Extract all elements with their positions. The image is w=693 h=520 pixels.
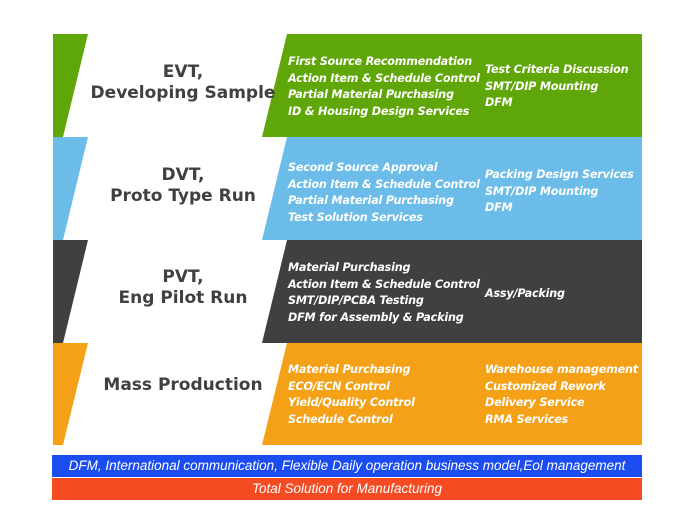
phase-services-col1: First Source Recommendation Action Item … xyxy=(288,54,480,120)
service-item: Schedule Control xyxy=(288,412,393,426)
service-item: Material Purchasing xyxy=(288,261,411,274)
service-item: Warehouse management xyxy=(485,363,638,376)
service-item: Partial Material Purchasing xyxy=(288,194,454,207)
service-item: Test Solution Services xyxy=(288,210,423,224)
phase-services-col2: Packing Design Services SMT/DIP Mounting… xyxy=(485,167,634,217)
service-item: Material Purchasing xyxy=(288,363,411,376)
capabilities-banner: DFM, International communication, Flexib… xyxy=(52,455,642,477)
phase-title: PVT, Eng Pilot Run xyxy=(73,267,293,309)
service-item: SMT/DIP Mounting xyxy=(485,184,599,198)
phase-title-line2: Eng Pilot Run xyxy=(118,288,248,308)
service-item: Partial Material Purchasing xyxy=(288,88,454,101)
service-item: Assy/Packing xyxy=(485,287,565,300)
phase-title: EVT, Developing Sample xyxy=(73,62,293,104)
service-item: DFM xyxy=(485,96,513,109)
phase-row-pvt: PVT, Eng Pilot Run Material Purchasing A… xyxy=(53,240,642,343)
service-item: Action Item & Schedule Control xyxy=(288,71,480,85)
service-item: ECO/ECN Control xyxy=(288,379,390,393)
service-item: Test Criteria Discussion xyxy=(485,63,629,76)
phase-services-col1: Second Source Approval Action Item & Sch… xyxy=(288,160,480,226)
phase-services-col2: Assy/Packing xyxy=(485,286,565,303)
phase-title: DVT, Proto Type Run xyxy=(73,165,293,207)
phase-services-col1: Material Purchasing ECO/ECN Control Yiel… xyxy=(288,362,415,428)
phase-title-line2: Developing Sample xyxy=(90,83,276,103)
phase-row-evt: EVT, Developing Sample First Source Reco… xyxy=(53,34,642,137)
phase-title: Mass Production xyxy=(73,375,293,396)
service-item: DFM xyxy=(485,201,513,214)
service-item: Action Item & Schedule Control xyxy=(288,277,480,291)
service-item: Second Source Approval xyxy=(288,161,438,174)
phase-label-panel xyxy=(63,240,287,343)
service-item: RMA Services xyxy=(485,412,569,426)
phase-row-mass-production: Mass Production Material Purchasing ECO/… xyxy=(53,343,642,445)
service-item: Yield/Quality Control xyxy=(288,396,415,409)
service-item: SMT/DIP/PCBA Testing xyxy=(288,294,424,307)
phase-title-line1: EVT, xyxy=(162,62,204,82)
phase-title-line1: PVT, xyxy=(162,267,204,287)
service-item: Customized Rework xyxy=(485,379,606,393)
phase-title-line2: Proto Type Run xyxy=(110,186,256,206)
service-item: SMT/DIP Mounting xyxy=(485,79,599,93)
phase-row-dvt-background xyxy=(53,137,642,240)
phase-row-evt-background xyxy=(53,34,642,137)
phase-label-panel xyxy=(63,34,287,137)
service-item: Delivery Service xyxy=(485,396,585,409)
phase-title-line1: DVT, xyxy=(161,165,205,185)
phase-row-mass-production-background xyxy=(53,343,642,445)
phase-label-panel xyxy=(63,343,287,445)
service-item: DFM for Assembly & Packing xyxy=(288,310,464,324)
phase-row-dvt: DVT, Proto Type Run Second Source Approv… xyxy=(53,137,642,240)
service-item: Action Item & Schedule Control xyxy=(288,177,480,191)
service-item: ID & Housing Design Services xyxy=(288,104,470,118)
service-item: Packing Design Services xyxy=(485,168,634,181)
phase-services-col2: Warehouse management Customized Rework D… xyxy=(485,362,638,428)
phase-services-col1: Material Purchasing Action Item & Schedu… xyxy=(288,260,480,326)
tagline-banner: Total Solution for Manufacturing xyxy=(52,478,642,500)
phase-title-line2: Mass Production xyxy=(103,375,263,395)
phase-label-panel xyxy=(63,137,287,240)
phase-row-pvt-background xyxy=(53,240,642,343)
phase-services-col2: Test Criteria Discussion SMT/DIP Mountin… xyxy=(485,62,629,112)
service-item: First Source Recommendation xyxy=(288,55,473,68)
